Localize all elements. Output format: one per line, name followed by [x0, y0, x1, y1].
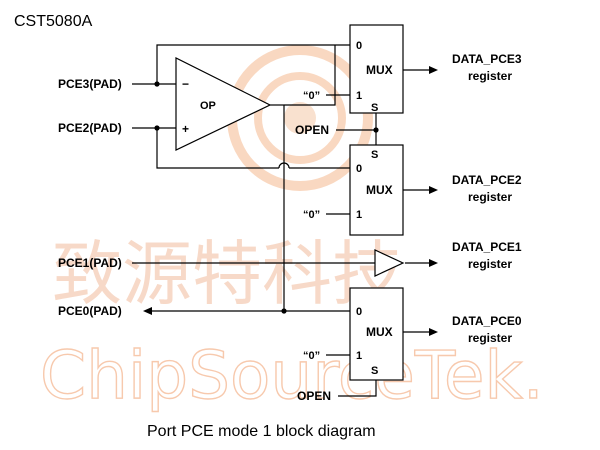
output-pce3-register: register [468, 69, 512, 83]
output-pce1-name: DATA_PCE1 [452, 240, 522, 254]
output-pce2-name: DATA_PCE2 [452, 173, 522, 187]
mux-pce2-input1: 1 [356, 209, 362, 221]
mux-pce3: 0 1 MUX S [349, 24, 404, 114]
watermark: 致源特科技 ChipSourceTek. [39, 45, 544, 415]
open-label-top: OPEN [295, 123, 329, 137]
mux-pce0: 0 MUX 1 S [349, 287, 404, 381]
output-pce2-register: register [468, 190, 512, 204]
zero-constant-pce2: “0” [303, 209, 320, 221]
mux-pce3-label: MUX [366, 63, 393, 77]
op-amp-label: OP [200, 100, 216, 112]
op-amp-minus: − [182, 77, 189, 91]
mux-pce0-label: MUX [366, 325, 393, 339]
zero-constant-pce0: “0” [303, 350, 320, 362]
watermark-english: ChipSourceTek. [40, 337, 544, 414]
diagram-caption: Port PCE mode 1 block diagram [147, 423, 376, 440]
chip-name: CST5080A [14, 13, 93, 30]
output-pce3-name: DATA_PCE3 [452, 52, 522, 66]
output-pce0-name: DATA_PCE0 [452, 314, 522, 328]
wires [132, 44, 438, 397]
output-pce1-register: register [468, 257, 512, 271]
mux-pce3-input1: 1 [356, 90, 362, 102]
mux-pce3-input0: 0 [356, 40, 362, 52]
watermark-chinese: 致源特科技 [52, 233, 402, 315]
pad-pce1: PCE1(PAD) [58, 256, 122, 270]
watermark-logo [227, 45, 373, 191]
mux-pce2-input0: 0 [356, 163, 362, 175]
mux-pce0-input1: 1 [356, 350, 362, 362]
op-amp-plus: + [182, 122, 189, 136]
mux-pce2-label: MUX [366, 183, 393, 197]
mux-pce2: S 0 MUX 1 [349, 144, 404, 236]
pce1-buffer [374, 249, 405, 277]
open-label-bottom: OPEN [297, 389, 331, 403]
mux-pce0-input0: 0 [356, 306, 362, 318]
zero-constant-pce3: “0” [303, 90, 320, 102]
pad-pce0: PCE0(PAD) [58, 304, 122, 318]
pad-pce3: PCE3(PAD) [58, 77, 122, 91]
mux-pce3-select: S [371, 102, 378, 114]
pad-pce2: PCE2(PAD) [58, 121, 122, 135]
op-amp: OP − + [175, 57, 272, 151]
mux-pce2-select: S [371, 149, 378, 161]
output-pce0-register: register [468, 331, 512, 345]
mux-pce0-select: S [371, 365, 378, 377]
